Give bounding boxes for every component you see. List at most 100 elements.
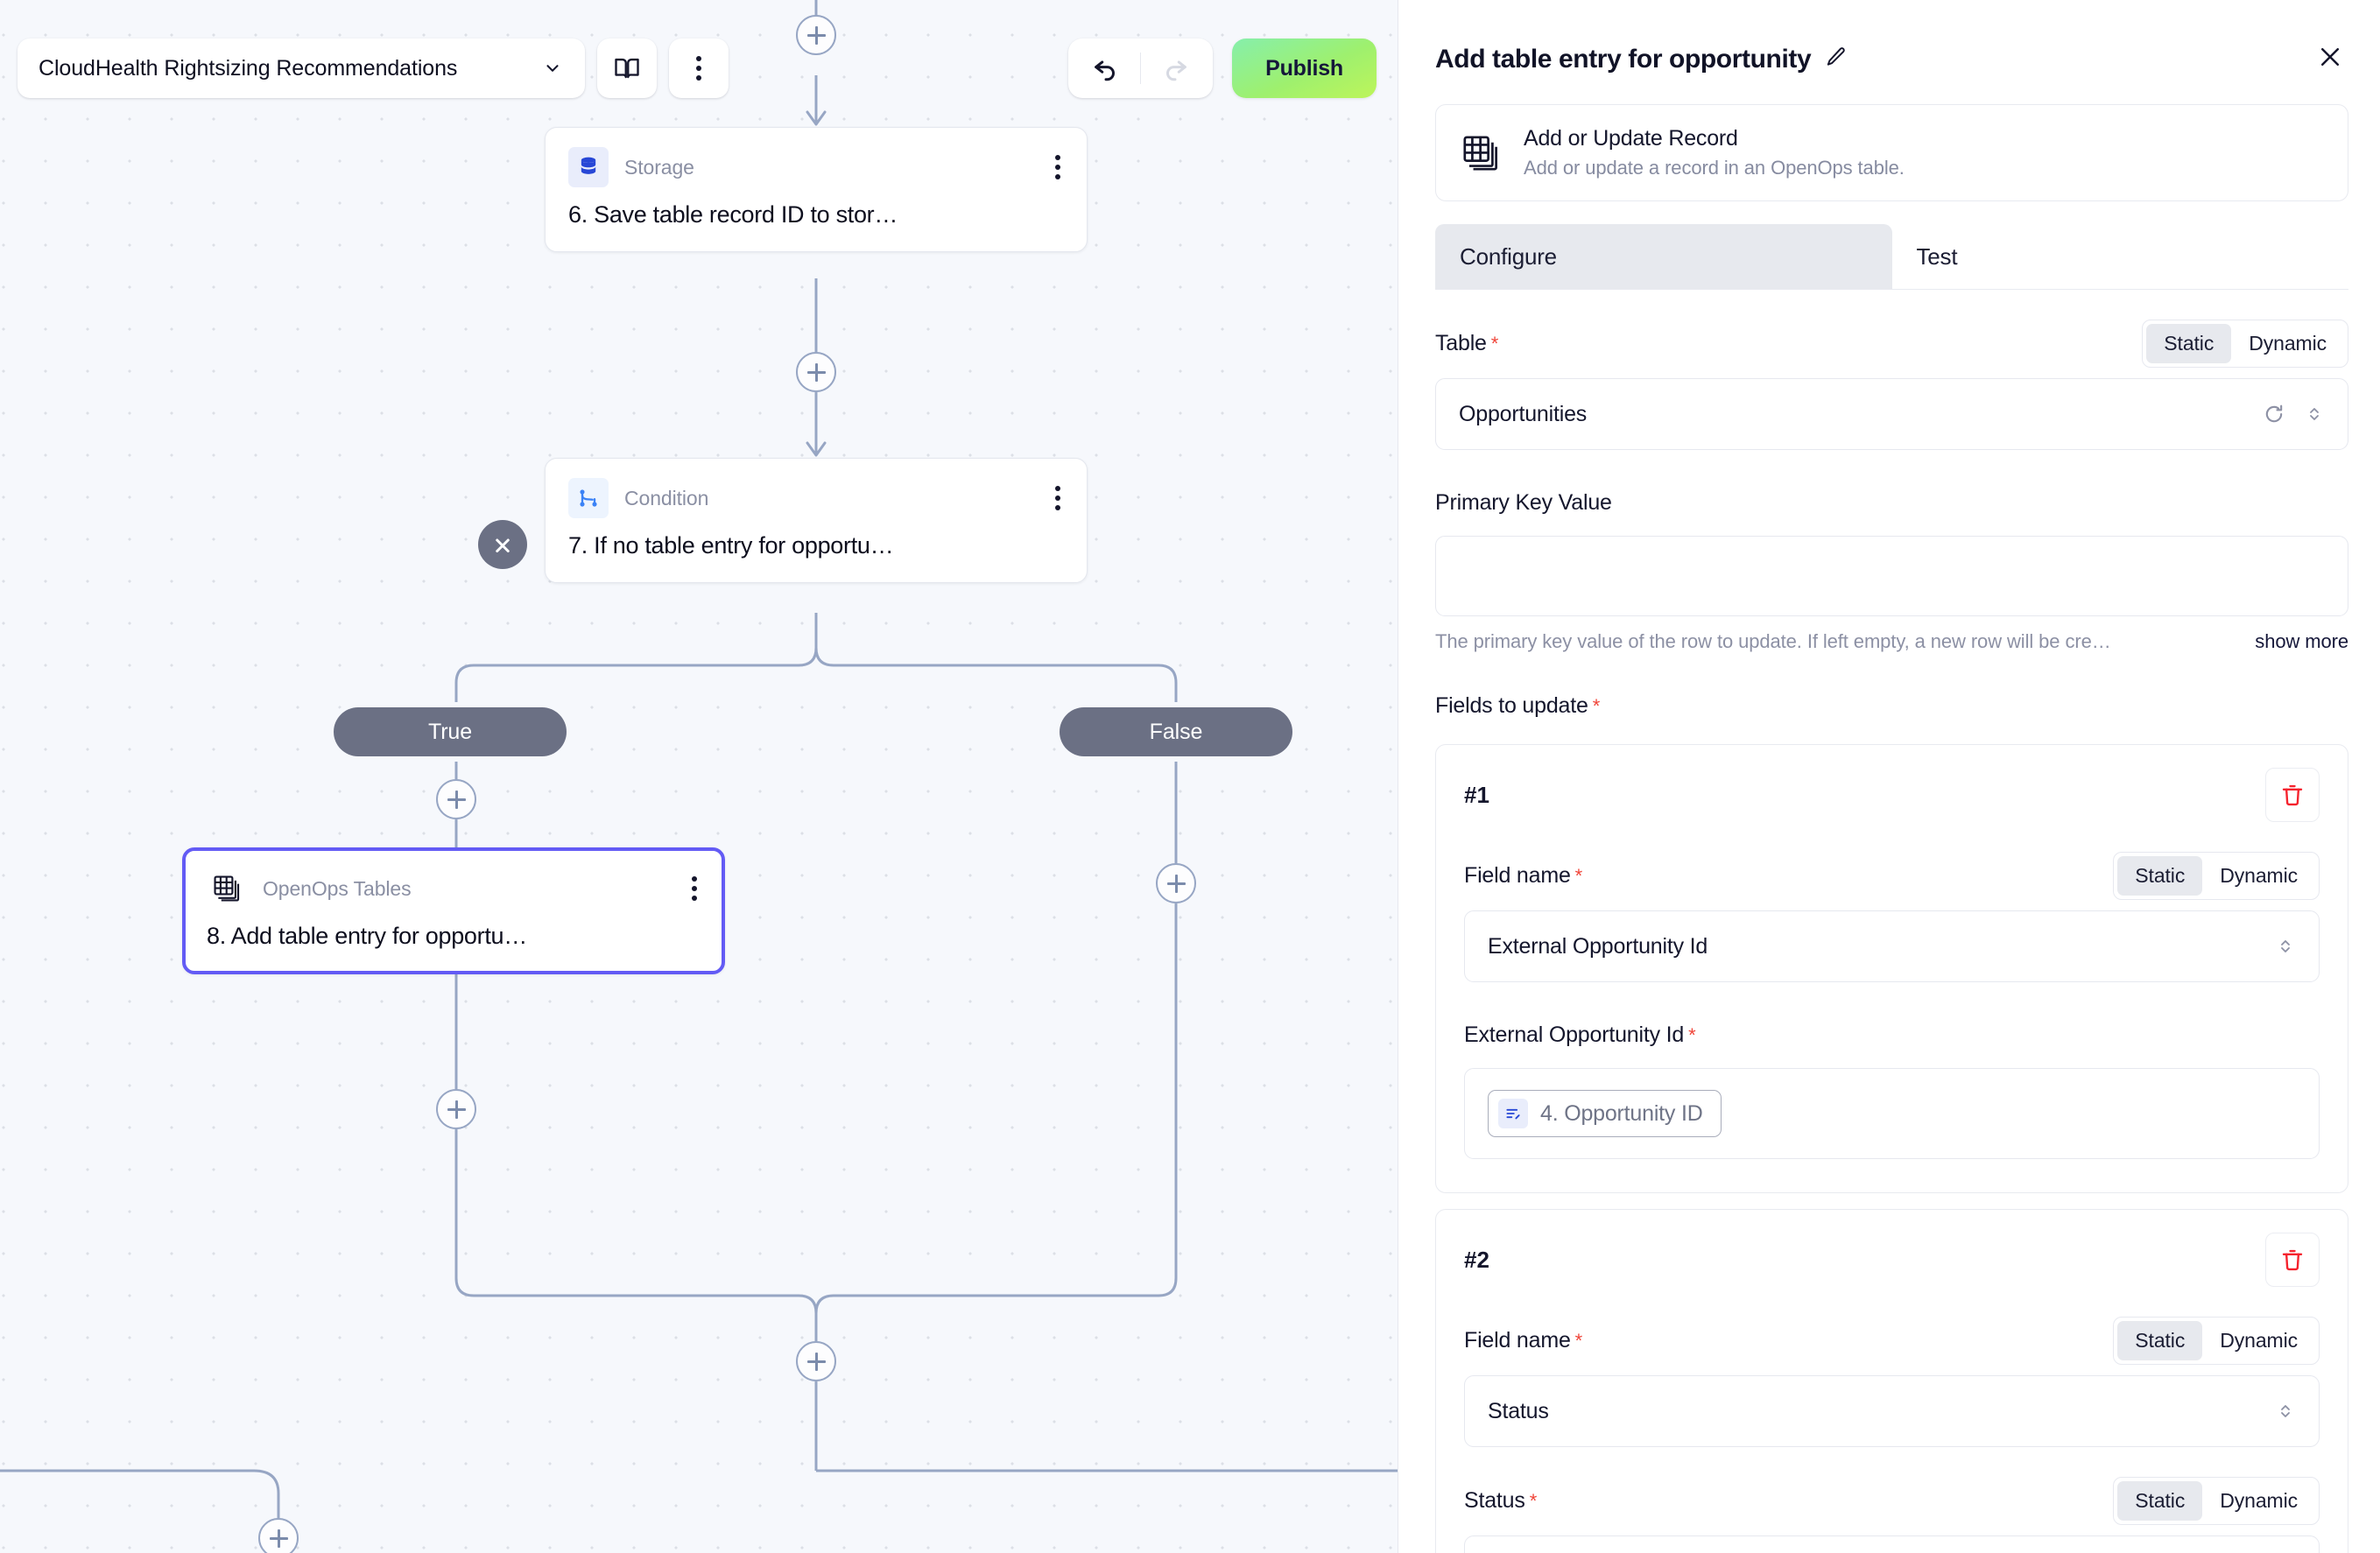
table-select[interactable]: Opportunities <box>1435 378 2348 450</box>
database-icon-glyph <box>581 157 596 174</box>
delete-field-button[interactable] <box>2265 768 2320 822</box>
primary-key-helper-text: The primary key value of the row to upda… <box>1435 630 2111 652</box>
table-mode-dynamic[interactable]: Dynamic <box>2249 332 2327 355</box>
chevron-updown-icon[interactable] <box>2275 936 2296 957</box>
add-step-plus-false-branch[interactable] <box>1156 863 1196 903</box>
flow-node-header: OpenOps Tables <box>207 868 701 909</box>
primary-key-row: Primary Key Value <box>1435 480 2348 525</box>
status-mode-toggle[interactable]: Static Dynamic <box>2113 1477 2320 1525</box>
field-value-input[interactable]: 4. Opportunity ID <box>1464 1068 2320 1159</box>
more-vertical-icon <box>696 56 701 81</box>
flow-more-menu-button[interactable] <box>669 39 729 98</box>
field-name-label-wrap: Field name* <box>1464 1328 1582 1353</box>
variable-icon <box>1498 1099 1528 1128</box>
close-icon-glyph <box>2321 48 2339 66</box>
flow-node-menu-button[interactable] <box>688 873 701 904</box>
flow-node-title: 8. Add table entry for opportu… <box>207 923 527 949</box>
page-title: Add table entry for opportunity <box>1435 44 1812 74</box>
status-mode-static[interactable]: Static <box>2117 1481 2203 1521</box>
table-label-wrap: Table* <box>1435 331 1498 356</box>
branch-pill-true-label: True <box>427 719 473 744</box>
field-name-value: External Opportunity Id <box>1488 933 1708 959</box>
add-step-plus-true-branch[interactable] <box>436 779 476 819</box>
flow-node-type-label: Storage <box>624 155 694 179</box>
branch-icon-glyph <box>580 489 597 507</box>
flow-node-openops-tables[interactable]: OpenOps Tables 8. Add table entry for op… <box>182 847 725 974</box>
required-asterisk: * <box>1592 694 1601 717</box>
refresh-icon[interactable] <box>2262 402 2286 426</box>
field-name-mode-dynamic[interactable]: Dynamic <box>2220 1329 2298 1352</box>
flow-node-condition[interactable]: Condition 7. If no table entry for oppor… <box>545 458 1088 583</box>
flow-node-menu-button[interactable] <box>1052 482 1064 514</box>
status-label: Status <box>1464 1488 1525 1513</box>
table-mode-static[interactable]: Static <box>2146 324 2232 363</box>
collapse-branch-button[interactable] <box>478 520 527 569</box>
primary-key-helper: The primary key value of the row to upda… <box>1435 630 2348 653</box>
field-card: #2 Field name* Stati <box>1435 1209 2348 1553</box>
branch-icon <box>568 478 609 518</box>
action-name: Add or Update Record <box>1524 126 1738 151</box>
status-mode-dynamic[interactable]: Dynamic <box>2220 1489 2298 1512</box>
required-asterisk: * <box>1529 1490 1538 1512</box>
add-step-plus-merge[interactable] <box>796 1341 836 1381</box>
field-card-number: #1 <box>1464 781 1489 808</box>
field-name-mode-toggle[interactable]: Static Dynamic <box>2113 1317 2320 1365</box>
undo-icon <box>1095 60 1116 81</box>
field-name-mode-static[interactable]: Static <box>2117 1321 2203 1360</box>
field-name-label: Field name <box>1464 863 1571 888</box>
field-name-select[interactable]: External Opportunity Id <box>1464 910 2320 982</box>
branch-pill-true[interactable]: True <box>334 707 567 756</box>
action-description: Add or update a record in an OpenOps tab… <box>1524 157 1905 179</box>
delete-field-button[interactable] <box>2265 1233 2320 1287</box>
chevron-updown-icon[interactable] <box>2304 404 2325 425</box>
docs-button[interactable] <box>597 39 657 98</box>
field-value-label: External Opportunity Id <box>1464 1022 1685 1047</box>
primary-key-input[interactable] <box>1435 536 2348 616</box>
canvas-toolbar-right: Publish <box>1068 39 1377 98</box>
table-label: Table <box>1435 331 1487 355</box>
publish-button[interactable]: Publish <box>1232 39 1377 98</box>
database-icon <box>568 147 609 187</box>
pencil-icon-glyph <box>1827 47 1845 66</box>
step-settings-panel: Add table entry for opportunity <box>1398 0 2380 1553</box>
flow-node-title: 7. If no table entry for opportu… <box>568 532 894 559</box>
add-step-plus-after-tables[interactable] <box>436 1089 476 1129</box>
close-panel-button[interactable] <box>2312 39 2348 80</box>
table-mode-toggle[interactable]: Static Dynamic <box>2142 320 2348 368</box>
redo-icon <box>1166 60 1186 81</box>
action-summary-card: Add or Update Record Add or update a rec… <box>1435 104 2348 201</box>
flow-node-storage[interactable]: Storage 6. Save table record ID to stor… <box>545 127 1088 252</box>
field-name-mode-toggle[interactable]: Static Dynamic <box>2113 852 2320 900</box>
flow-name-label: CloudHealth Rightsizing Recommendations <box>39 55 458 81</box>
redo-button[interactable] <box>1157 50 1194 87</box>
variable-icon-glyph <box>1506 1108 1520 1120</box>
add-step-plus-top[interactable] <box>796 15 836 55</box>
tab-test[interactable]: Test <box>1916 242 1958 270</box>
flow-canvas[interactable]: Storage 6. Save table record ID to stor… <box>0 0 1398 1553</box>
flow-name-selector[interactable]: CloudHealth Rightsizing Recommendations <box>18 39 585 98</box>
status-select[interactable]: Created <box>1464 1535 2320 1553</box>
variable-chip[interactable]: 4. Opportunity ID <box>1488 1090 1722 1137</box>
show-more-link[interactable]: show more <box>2255 630 2348 652</box>
canvas-toolbar-left: CloudHealth Rightsizing Recommendations <box>18 39 729 98</box>
add-step-plus-bottom[interactable] <box>258 1518 299 1553</box>
book-icon <box>615 58 639 79</box>
branch-pill-false[interactable]: False <box>1060 707 1292 756</box>
table-select-value: Opportunities <box>1459 401 1588 426</box>
add-step-plus-after-storage[interactable] <box>796 352 836 392</box>
trash-icon <box>2282 784 2303 806</box>
chevron-updown-icon[interactable] <box>2275 1401 2296 1422</box>
field-name-select[interactable]: Status <box>1464 1375 2320 1447</box>
undo-button[interactable] <box>1088 50 1124 87</box>
required-asterisk: * <box>1574 1330 1583 1352</box>
undo-redo-group <box>1068 39 1214 98</box>
flow-node-menu-button[interactable] <box>1052 151 1064 183</box>
toolbar-divider <box>1140 53 1142 84</box>
panel-header: Add table entry for opportunity <box>1398 0 2380 80</box>
pencil-icon[interactable] <box>1825 46 1848 73</box>
field-name-mode-dynamic[interactable]: Dynamic <box>2220 864 2298 887</box>
field-name-mode-static[interactable]: Static <box>2117 856 2203 896</box>
tab-configure[interactable]: Configure <box>1435 224 1892 289</box>
variable-chip-label: 4. Opportunity ID <box>1540 1100 1703 1126</box>
